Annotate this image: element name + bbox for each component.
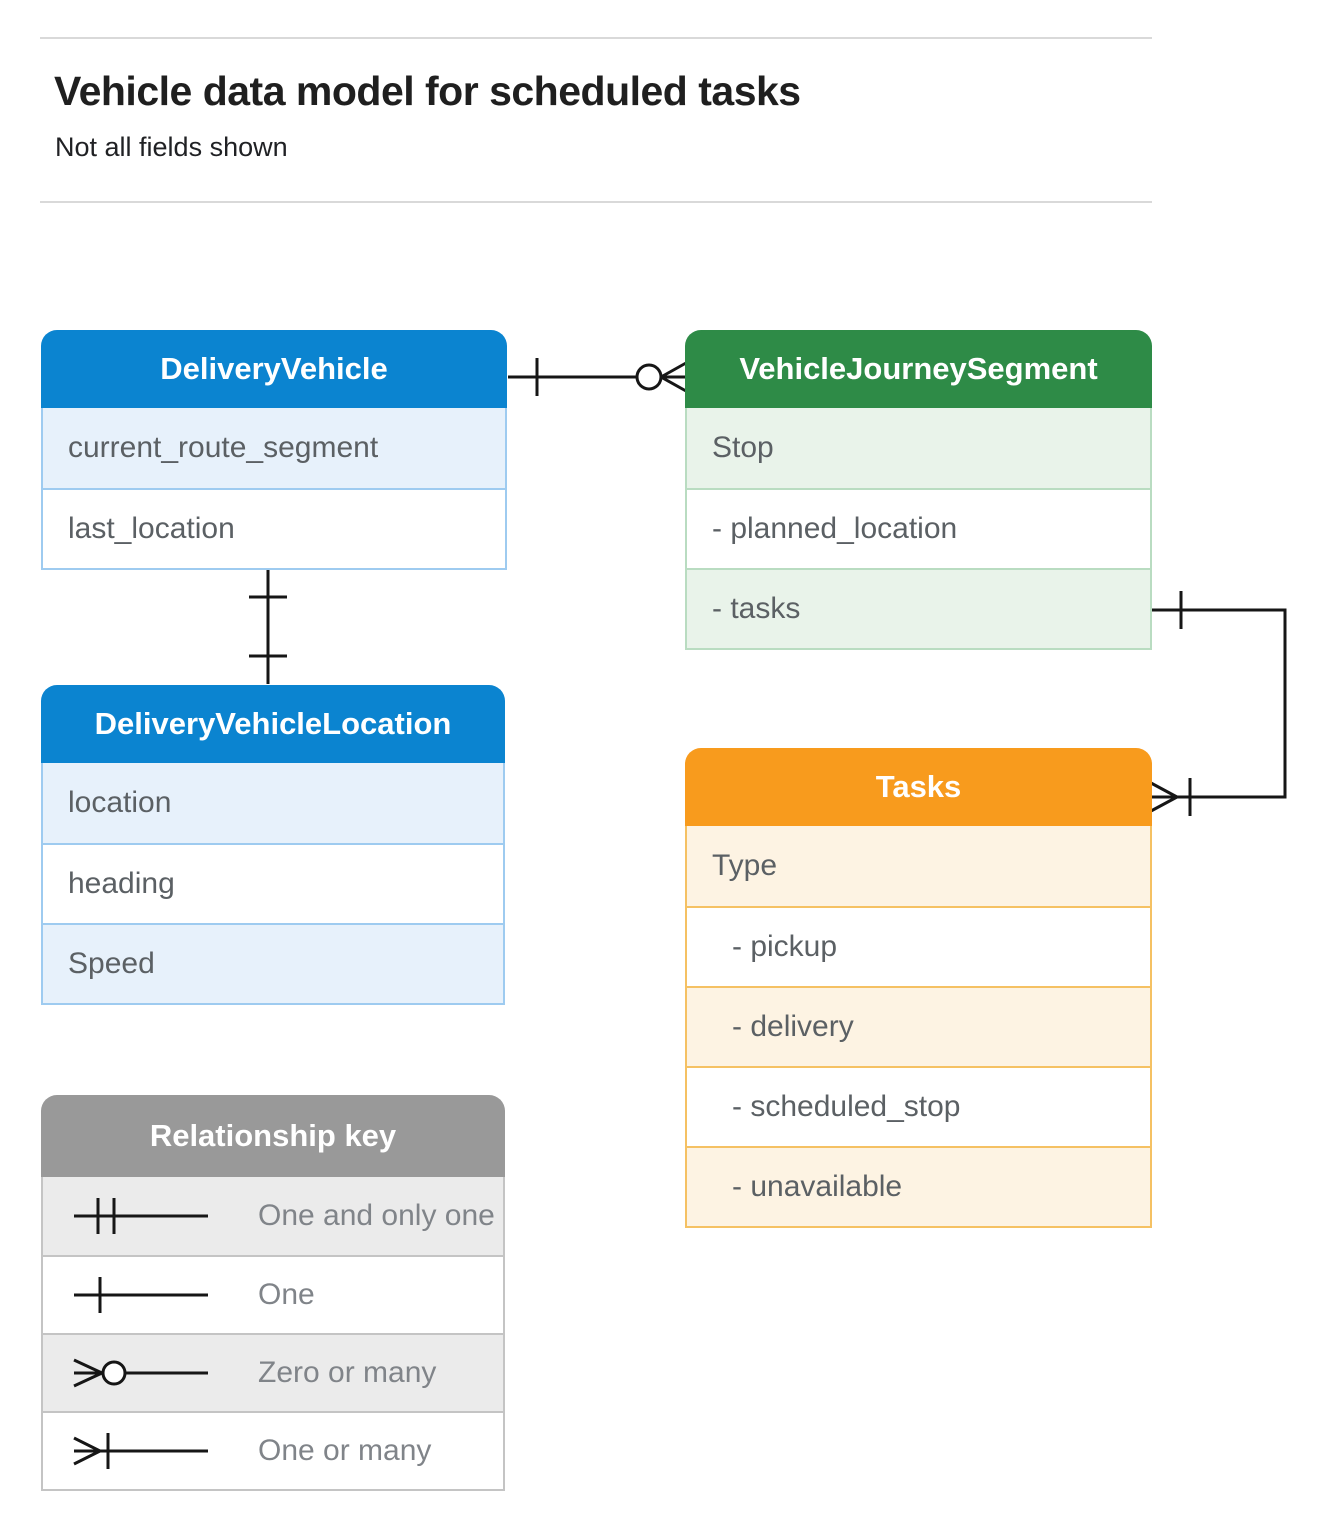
entity-delivery-vehicle: DeliveryVehicle current_route_segment la…	[41, 330, 507, 570]
crow-foot-prong	[1150, 781, 1178, 799]
one-and-only-one-icon	[74, 1198, 208, 1234]
connector-vehiclejourneysegment-tasks	[1150, 591, 1287, 816]
entity-body: Type - pickup - delivery - scheduled_sto…	[685, 826, 1152, 1228]
entity-vehicle-journey-segment: VehicleJourneySegment Stop - planned_loc…	[685, 330, 1152, 650]
entity-title: DeliveryVehicle	[41, 330, 507, 408]
crow-foot-prong	[660, 375, 687, 393]
entity-body: Stop - planned_location - tasks	[685, 408, 1152, 650]
legend-item-label: One or many	[258, 1434, 432, 1467]
legend-item: One or many	[43, 1411, 503, 1489]
legend-title: Relationship key	[41, 1095, 505, 1177]
divider-bottom	[40, 201, 1152, 203]
field-row: - pickup	[687, 906, 1150, 986]
legend-item-label: One and only one	[258, 1199, 495, 1232]
legend-body: One and only one One Zero or many	[41, 1177, 505, 1491]
legend-item-label: Zero or many	[258, 1356, 437, 1389]
field-row: - tasks	[687, 568, 1150, 648]
entity-body: location heading Speed	[41, 763, 505, 1005]
crow-foot-prong	[660, 361, 687, 379]
divider-top	[40, 37, 1152, 39]
page-subtitle: Not all fields shown	[55, 132, 288, 162]
field-row: Type	[687, 826, 1150, 906]
legend-item: One and only one	[43, 1177, 503, 1255]
field-row: Speed	[43, 923, 503, 1003]
entity-body: current_route_segment last_location	[41, 408, 507, 570]
field-row: - delivery	[687, 986, 1150, 1066]
connector-deliveryvehicle-vehiclejourneysegment	[508, 358, 687, 396]
field-row: current_route_segment	[43, 408, 505, 488]
page-title: Vehicle data model for scheduled tasks	[54, 68, 801, 114]
field-row: - unavailable	[687, 1146, 1150, 1226]
entity-title: DeliveryVehicleLocation	[41, 685, 505, 763]
legend-item-label: One	[258, 1278, 315, 1311]
entity-title: VehicleJourneySegment	[685, 330, 1152, 408]
crow-foot-prong	[1150, 795, 1178, 813]
entity-title: Tasks	[685, 748, 1152, 826]
legend-relationship-key: Relationship key One and only one One	[41, 1095, 505, 1491]
connector-deliveryvehicle-deliveryvehiclelocation	[249, 569, 287, 684]
field-row: location	[43, 763, 503, 843]
one-or-many-icon	[73, 1433, 208, 1469]
legend-item: One	[43, 1255, 503, 1333]
zero-circle	[635, 363, 663, 391]
entity-delivery-vehicle-location: DeliveryVehicleLocation location heading…	[41, 685, 505, 1005]
entity-tasks: Tasks Type - pickup - delivery - schedul…	[685, 748, 1152, 1228]
field-row: heading	[43, 843, 503, 923]
legend-item: Zero or many	[43, 1333, 503, 1411]
field-row: - scheduled_stop	[687, 1066, 1150, 1146]
zero-or-many-icon	[73, 1358, 208, 1388]
field-row: last_location	[43, 488, 505, 568]
one-icon	[74, 1277, 208, 1313]
relationship-line	[1152, 608, 1287, 799]
field-row: Stop	[687, 408, 1150, 488]
field-row: - planned_location	[687, 488, 1150, 568]
